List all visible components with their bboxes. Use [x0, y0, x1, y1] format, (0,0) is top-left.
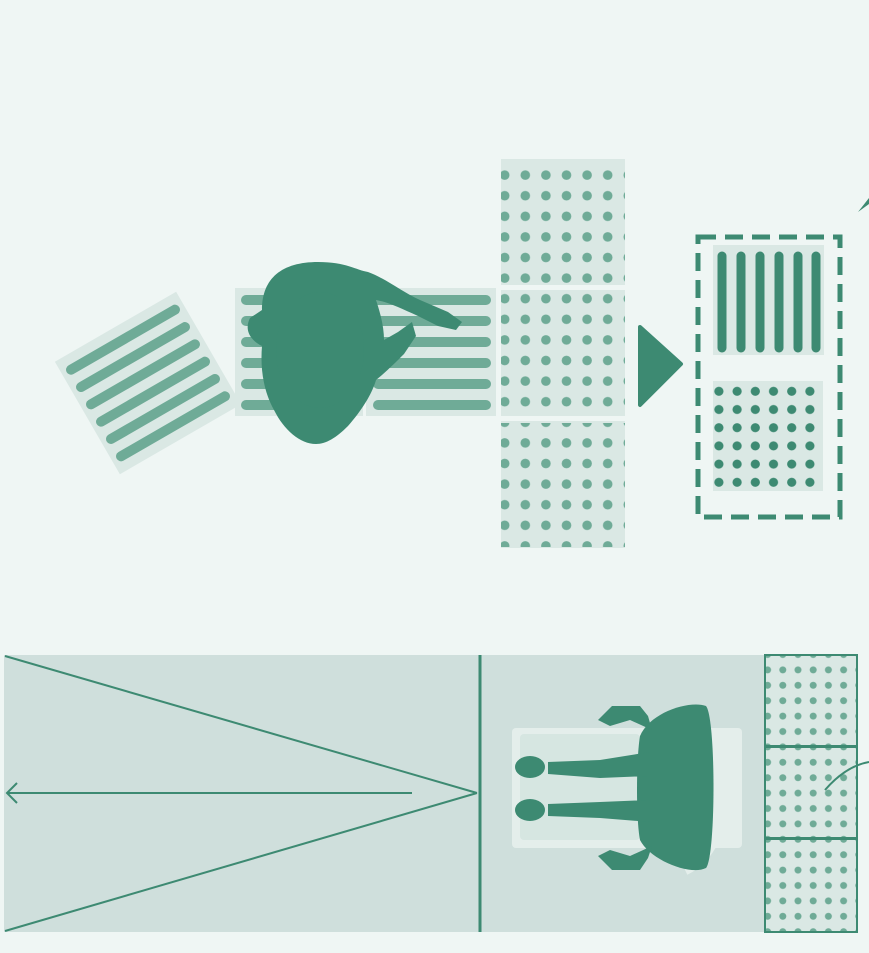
curve-decoration: [824, 761, 869, 791]
warning-tile-column: [501, 159, 625, 548]
top-scene: [54, 159, 869, 548]
legend-warning-tile: [713, 381, 823, 491]
play-arrow-icon: [638, 325, 683, 407]
wheelchair-user-top-view-icon: [512, 704, 742, 875]
legend-guiding-tile: [713, 245, 824, 355]
bottom-scene: [4, 654, 869, 933]
tile-legend-box: [695, 234, 843, 520]
leaf-decoration: [858, 198, 869, 212]
left-arrow-icon: [5, 782, 18, 804]
approach-direction-diagram: [4, 655, 482, 932]
person-top-view-icon: [247, 262, 462, 444]
warning-tile-column-bottom: [764, 654, 858, 933]
tilted-guiding-tile: [54, 291, 242, 475]
